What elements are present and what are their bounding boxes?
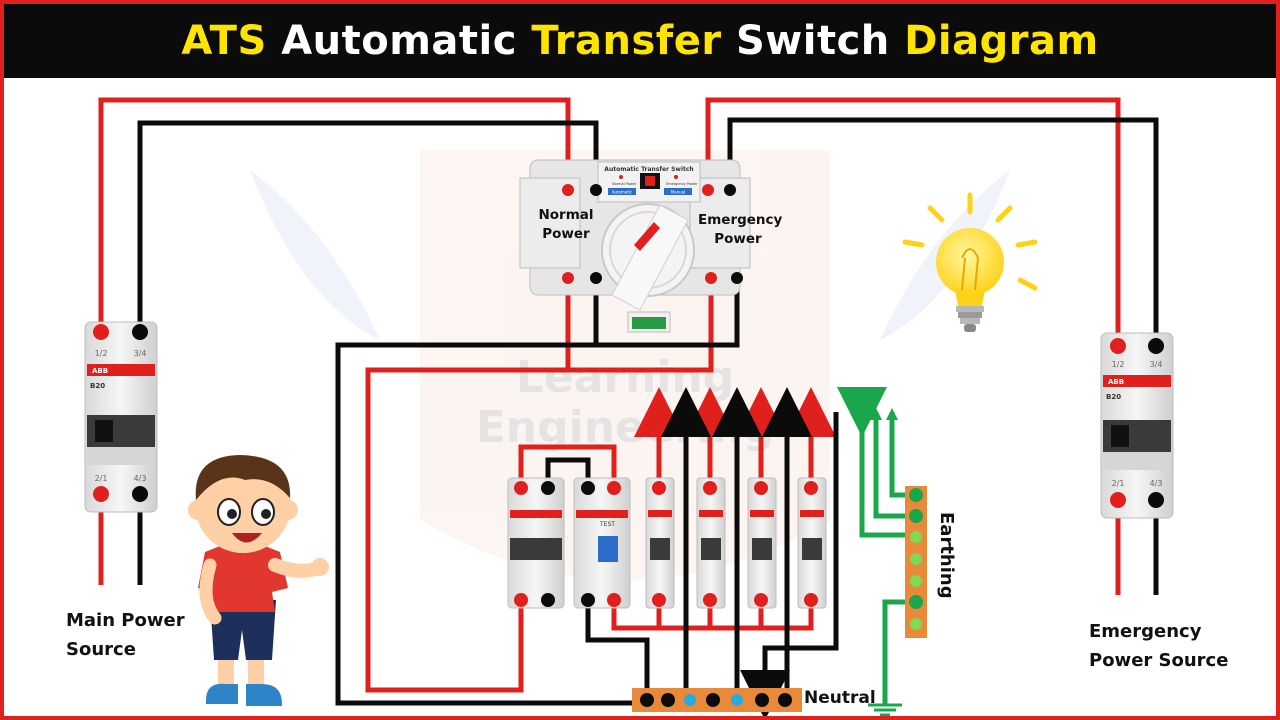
wire-ats-out-live: [365, 285, 571, 693]
ats-left-indicator: Normal Power: [612, 182, 637, 186]
wire-mcb-rccb-live: [518, 444, 617, 488]
title-part-diagram: Diagram: [904, 18, 1099, 64]
terminal-label: 3/4: [1150, 360, 1163, 369]
neutral-label: Neutral: [804, 688, 876, 708]
terminal-label: 4/3: [1150, 479, 1163, 488]
wire-main-neutral: [137, 120, 599, 330]
watermark-line1: Learning: [516, 352, 735, 403]
wire-mcb-rccb-neutral: [545, 457, 591, 488]
wire-earth-2: [873, 412, 915, 519]
model-label: B20: [1106, 393, 1121, 401]
emergency-source-mcb: 1/2 3/4 ABB B20 2/1 4/3: [1100, 332, 1174, 519]
wire-rccb-neutral: [585, 600, 650, 695]
brand-label: ABB: [1108, 378, 1124, 386]
title-part-transfer: Transfer: [531, 18, 722, 64]
boy-character: [188, 455, 329, 711]
arrow-up-icon: [886, 408, 898, 420]
branch-mcbs: [645, 477, 827, 609]
neutral-bar: [632, 688, 802, 712]
wire-main-live: [98, 97, 571, 330]
rccb: TEST: [573, 477, 631, 609]
title-part-ats: ATS: [181, 18, 267, 64]
emergency-indicator-led: [674, 175, 678, 179]
title-part-switch: Switch: [736, 18, 890, 64]
main-source-mcb: 1/2 3/4 ABB B20 2/1 4/3: [84, 321, 158, 513]
arrow-up-icon: [870, 408, 882, 420]
wire-earth-1: [837, 387, 915, 538]
brand-label: ABB: [92, 367, 108, 375]
light-bulb-icon: [902, 192, 1038, 332]
arrow-up-icon: [740, 412, 839, 720]
rccb-test-label: TEST: [599, 521, 615, 528]
earth-bar: [905, 486, 927, 638]
main-power-source-label: Main Power Source: [66, 610, 185, 660]
ats-emergency-power-label: Emergency Power: [698, 212, 783, 247]
model-label: B20: [90, 382, 105, 390]
earthing-label: Earthing: [936, 512, 957, 599]
title-bar: ATS Automatic Transfer Switch Diagram: [4, 4, 1276, 78]
wire-ats-out-neutral-2: [596, 285, 740, 348]
emergency-power-source-label: Emergency Power Source: [1089, 621, 1229, 671]
page-title: ATS Automatic Transfer Switch Diagram: [181, 18, 1098, 64]
ats-device: Automatic Transfer Switch Normal Power E…: [519, 159, 751, 333]
terminal-label: 3/4: [134, 349, 147, 358]
ground-symbol-icon: [868, 703, 902, 717]
terminal-label: 1/2: [95, 349, 108, 358]
arrow-up-icon: [856, 408, 868, 420]
wire-emergency-neutral: [727, 117, 1159, 333]
ats-device-label: Automatic Transfer Switch: [604, 166, 693, 173]
ats-manual-label: Manual: [671, 190, 686, 195]
wire-earth-3: [889, 412, 915, 498]
earth-arrows: [856, 408, 898, 420]
wire-emergency-live: [705, 97, 1121, 333]
wire-ats-out-neutral: [335, 285, 651, 706]
terminal-label: 2/1: [1112, 479, 1125, 488]
title-part-automatic: Automatic: [281, 18, 517, 64]
terminal-label: 1/2: [1112, 360, 1125, 369]
main-mcb: [507, 477, 565, 609]
ats-normal-power-label: Normal Power: [538, 207, 594, 242]
wire-ats-out-live-2: [568, 285, 714, 373]
terminal-label: 2/1: [95, 474, 108, 483]
terminal-label: 4/3: [134, 474, 147, 483]
normal-indicator-led: [619, 175, 623, 179]
ats-automatic-label: Automatic: [612, 190, 633, 195]
ats-right-indicator: Emergency Power: [666, 182, 698, 186]
